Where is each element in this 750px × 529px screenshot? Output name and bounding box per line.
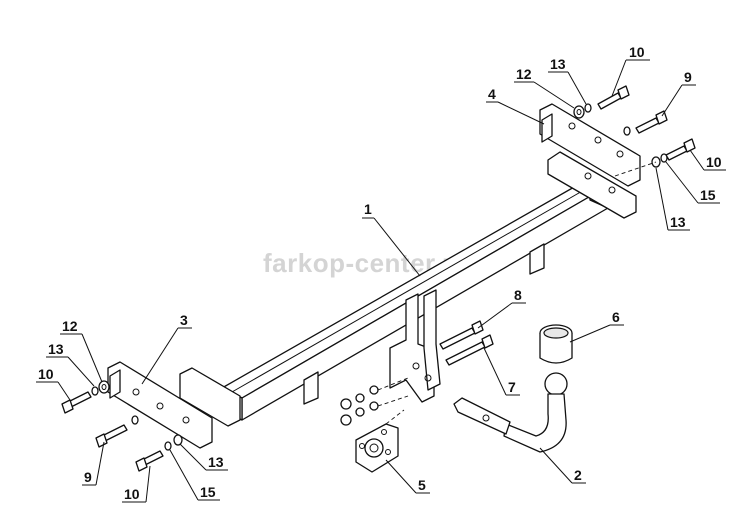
callout-7: 7 [508,379,516,395]
top-bolts-group [573,85,696,177]
callout-left-3: 3 [180,312,188,328]
callout-8: 8 [514,287,522,303]
callout-6: 6 [612,309,620,325]
callout-top-10: 10 [629,44,645,60]
callout-left-10: 10 [38,366,54,382]
callout-left-12: 12 [62,318,78,334]
callout-left-9: 9 [84,469,92,485]
callout-top-12: 12 [516,66,532,82]
ball-cover [539,324,573,364]
nuts-washers-group [340,377,409,426]
callout-left-15: 15 [200,484,216,500]
center-mount-bracket [389,289,441,403]
callout-left-10b: 10 [124,486,140,502]
callout-5: 5 [418,477,426,493]
ball-hook [453,372,568,453]
right-side-bracket [539,103,641,219]
callout-top-4: 4 [488,86,496,102]
callout-1: 1 [364,201,372,217]
mount-bolts-group [439,320,494,366]
callout-right-10: 10 [706,154,722,170]
callout-right-13: 13 [670,214,686,230]
callout-left-13b: 13 [208,454,224,470]
callout-left-13: 13 [48,341,64,357]
socket-plate [355,409,405,473]
callout-right-15: 15 [700,187,716,203]
left-side-bracket [107,361,241,449]
callout-top-9: 9 [684,69,692,85]
callout-top-13: 13 [550,56,566,72]
left-bolts-group [61,380,183,472]
callout-2: 2 [574,467,582,483]
callouts: 10 13 12 4 9 10 15 13 1 12 [36,44,726,503]
